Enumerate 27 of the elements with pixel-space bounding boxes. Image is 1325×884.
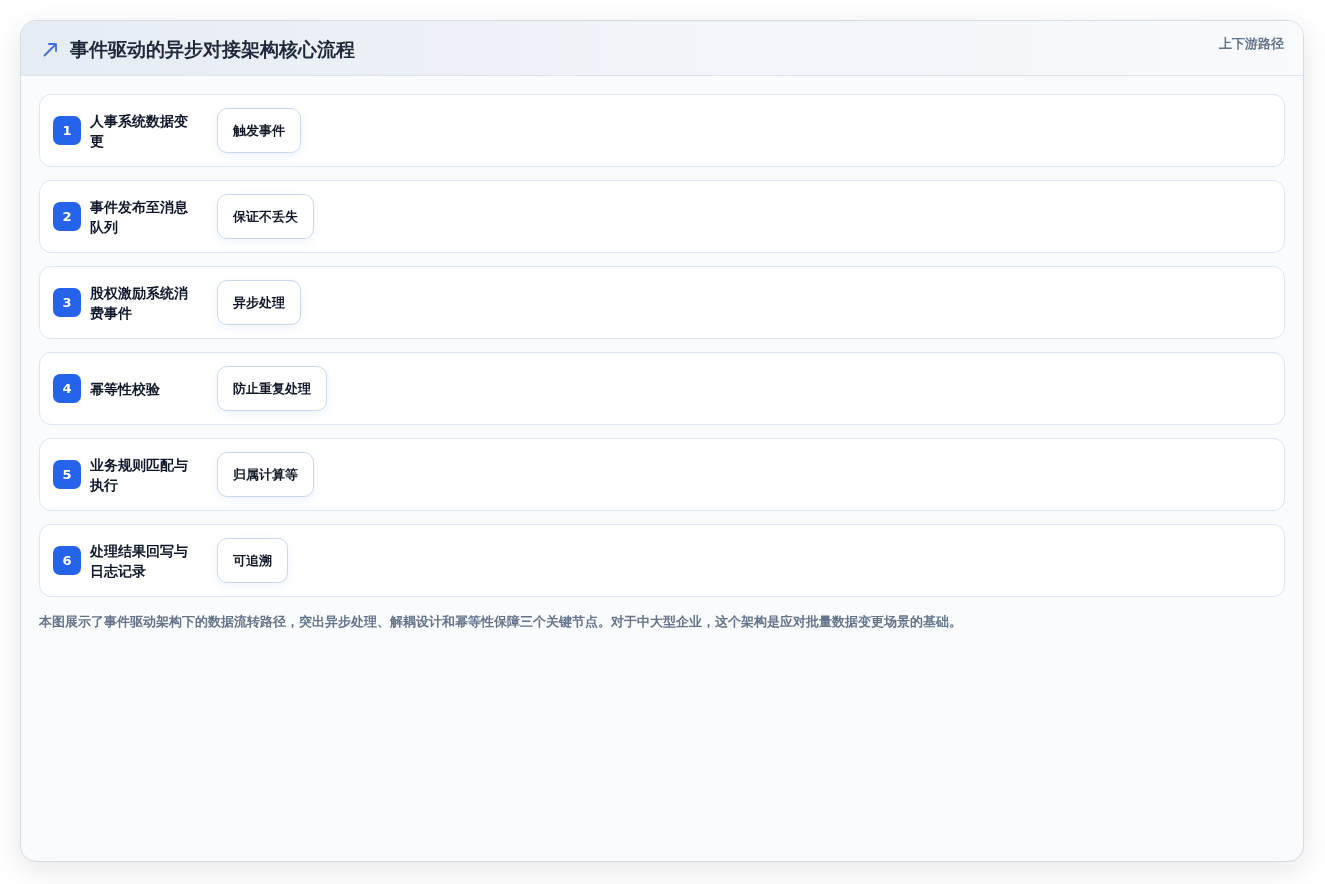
step-card bbox=[39, 524, 1285, 597]
tag-chip: 保证不丢失 bbox=[217, 194, 314, 239]
tag-chip: 异步处理 bbox=[217, 280, 301, 325]
caption: 本图展示了事件驱动架构下的数据流转路径，突出异步处理、解耦设计和幂等性保障三个关键节点。对于中大型企业，这个架构是应对批量数据变更场景的基础。 bbox=[39, 613, 962, 631]
step-label: 处理结果回写与日志记录 bbox=[90, 541, 189, 581]
tag-chip: 可追溯 bbox=[217, 538, 288, 583]
step-label: 幂等性校验 bbox=[90, 379, 161, 399]
number-badge: 5 bbox=[53, 460, 81, 489]
step-card bbox=[39, 180, 1285, 253]
number-badge: 6 bbox=[53, 546, 81, 575]
number-badge: 4 bbox=[53, 374, 81, 403]
step-label: 股权激励系统消费事件 bbox=[90, 283, 189, 323]
step-card bbox=[39, 438, 1285, 511]
tag-chip: 归属计算等 bbox=[217, 452, 314, 497]
step-label: 业务规则匹配与执行 bbox=[90, 455, 189, 495]
tag-chip: 触发事件 bbox=[217, 108, 301, 153]
step-label: 人事系统数据变更 bbox=[90, 111, 189, 151]
step-card bbox=[39, 94, 1285, 167]
step-label: 事件发布至消息队列 bbox=[90, 197, 189, 237]
step-card bbox=[39, 352, 1285, 425]
number-badge: 1 bbox=[53, 116, 81, 145]
tag-chip: 防止重复处理 bbox=[217, 366, 327, 411]
side-label: 上下游路径 bbox=[1219, 35, 1284, 53]
step-card bbox=[39, 266, 1285, 339]
number-badge: 2 bbox=[53, 202, 81, 231]
title: 事件驱动的异步对接架构核心流程 bbox=[70, 37, 355, 62]
number-badge: 3 bbox=[53, 288, 81, 317]
